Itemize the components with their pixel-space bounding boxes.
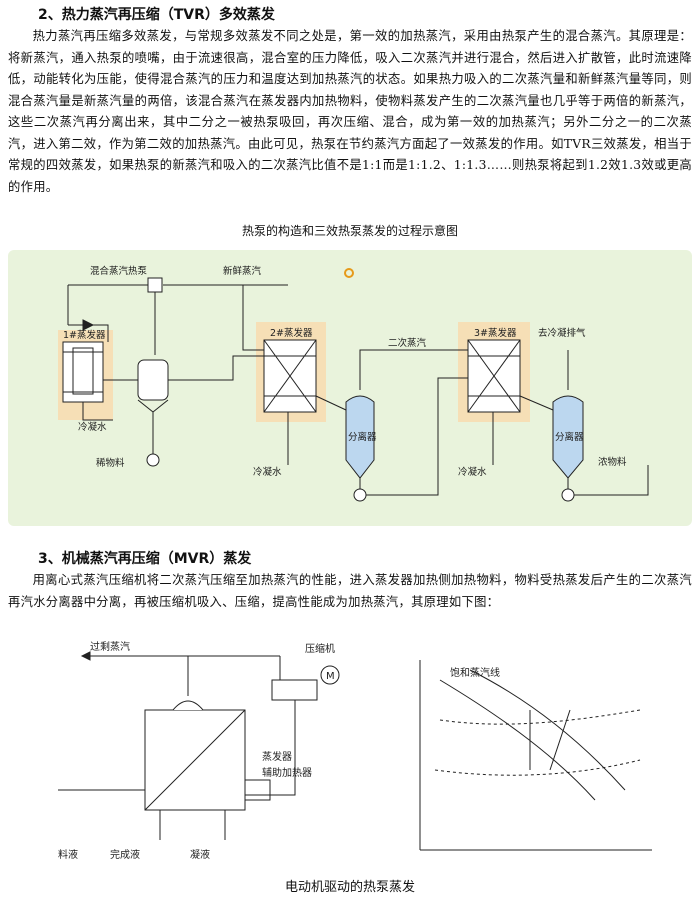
- compressor-box: [271, 679, 318, 701]
- tvr-vessel: [137, 359, 169, 401]
- pump-3: [561, 488, 575, 502]
- label-concentrate: 浓物料: [598, 456, 627, 468]
- label-saturation-line: 饱和蒸汽线: [450, 666, 500, 679]
- tvr-process-diagram: 混合蒸汽热泵 新鲜蒸汽 1#蒸发器 2#蒸发器 3#蒸发器 二次蒸汽 去冷凝排气…: [8, 250, 692, 526]
- label-product: 完成液: [110, 848, 140, 861]
- label-evap1: 1#蒸发器: [63, 329, 106, 341]
- motor-icon: [320, 665, 340, 685]
- label-compressor: 压缩机: [305, 642, 335, 655]
- section-2-paragraph: 热力蒸汽再压缩多效蒸发，与常规多效蒸发不同之处是，第一效的加热蒸汽，采用由热泵产…: [8, 26, 692, 198]
- pump-1: [146, 453, 160, 467]
- figure-1-caption: 热泵的构造和三效热泵蒸发的过程示意图: [241, 224, 458, 238]
- section-3-paragraph: 用离心式蒸汽压缩机将二次蒸汽压缩至加热蒸汽的性能，进入蒸发器加热侧加热物料，物料…: [8, 570, 692, 613]
- section-2-text: 热力蒸汽再压缩多效蒸发，与常规多效蒸发不同之处是，第一效的加热蒸汽，采用由热泵产…: [8, 29, 692, 194]
- heat-pump-body: [147, 277, 163, 293]
- label-condensate-1: 冷凝水: [78, 421, 107, 433]
- pump-2: [353, 488, 367, 502]
- valve-indicator: [344, 268, 354, 278]
- label-aux-heater: 辅助加热器: [262, 766, 312, 779]
- diagram-background: [8, 250, 692, 526]
- label-to-condensing: 去冷凝排气: [538, 327, 586, 339]
- section-2-heading: 2、热力蒸汽再压缩（TVR）多效蒸发: [38, 7, 275, 23]
- label-separator-2: 分离器: [555, 431, 584, 443]
- label-evaporator: 蒸发器: [262, 750, 292, 763]
- label-condensate-3: 冷凝水: [458, 466, 487, 478]
- separator-1: [345, 395, 375, 479]
- label-evap3: 3#蒸发器: [474, 327, 517, 339]
- label-motor: M: [326, 671, 335, 682]
- section-3-text: 用离心式蒸汽压缩机将二次蒸汽压缩至加热蒸汽的性能，进入蒸发器加热侧加热物料，物料…: [8, 573, 692, 609]
- label-dilute: 稀物料: [96, 457, 125, 469]
- label-separator-1: 分离器: [348, 431, 377, 443]
- label-fresh-steam: 新鲜蒸汽: [223, 265, 262, 277]
- section-3-heading: 3、机械蒸汽再压缩（MVR）蒸发: [38, 551, 252, 567]
- label-mixed-steam-pump: 混合蒸汽热泵: [90, 265, 148, 277]
- label-evap2: 2#蒸发器: [270, 327, 313, 339]
- label-condensate-2: 冷凝水: [253, 466, 282, 478]
- label-feed: 料液: [58, 848, 78, 861]
- label-condensate: 凝液: [190, 848, 210, 861]
- label-superheated: 过剩蒸汽: [90, 640, 130, 653]
- figure-2-caption: 电动机驱动的热泵蒸发: [284, 880, 415, 895]
- separator-2: [552, 395, 584, 479]
- mvr-diagram: 过剩蒸汽 压缩机 M 蒸发器 辅助加热器 料液 完成液 凝液 饱和蒸汽线: [58, 640, 652, 861]
- label-secondary-steam: 二次蒸汽: [388, 337, 427, 349]
